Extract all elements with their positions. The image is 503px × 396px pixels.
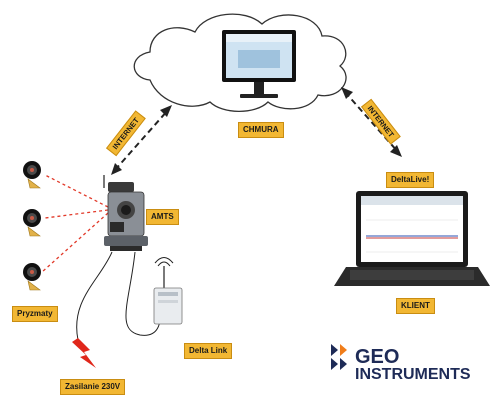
logo-wordmark: GEO INSTRUMENTS — [355, 346, 471, 384]
laser-beams — [41, 174, 109, 273]
logo-line-instruments: INSTRUMENTS — [355, 366, 471, 383]
logo-line-geo: GEO — [355, 346, 400, 368]
prisms-label: Pryzmaty — [12, 306, 58, 322]
internet-link-left — [111, 105, 172, 175]
delta-link-device-icon — [153, 257, 183, 325]
cloud-label: CHMURA — [238, 122, 284, 138]
prism-middle — [23, 209, 41, 237]
laptop-icon — [334, 191, 490, 286]
power-lightning-icon — [72, 338, 96, 368]
data-cable — [125, 251, 161, 336]
power-label: Zasilanie 230V — [60, 379, 126, 395]
station-label: AMTS — [146, 209, 179, 225]
prism-top — [23, 161, 41, 189]
cloud-monitor — [222, 30, 296, 98]
deltalink-label: Delta Link — [184, 343, 233, 359]
geo-instruments-logo-mark — [331, 344, 347, 370]
internet-link-right — [341, 87, 402, 157]
client-label: KLIENT — [396, 298, 435, 314]
power-cable — [76, 251, 113, 341]
total-station-icon — [103, 175, 148, 251]
prism-bottom — [23, 263, 41, 291]
software-label: DeltaLive! — [386, 172, 435, 188]
